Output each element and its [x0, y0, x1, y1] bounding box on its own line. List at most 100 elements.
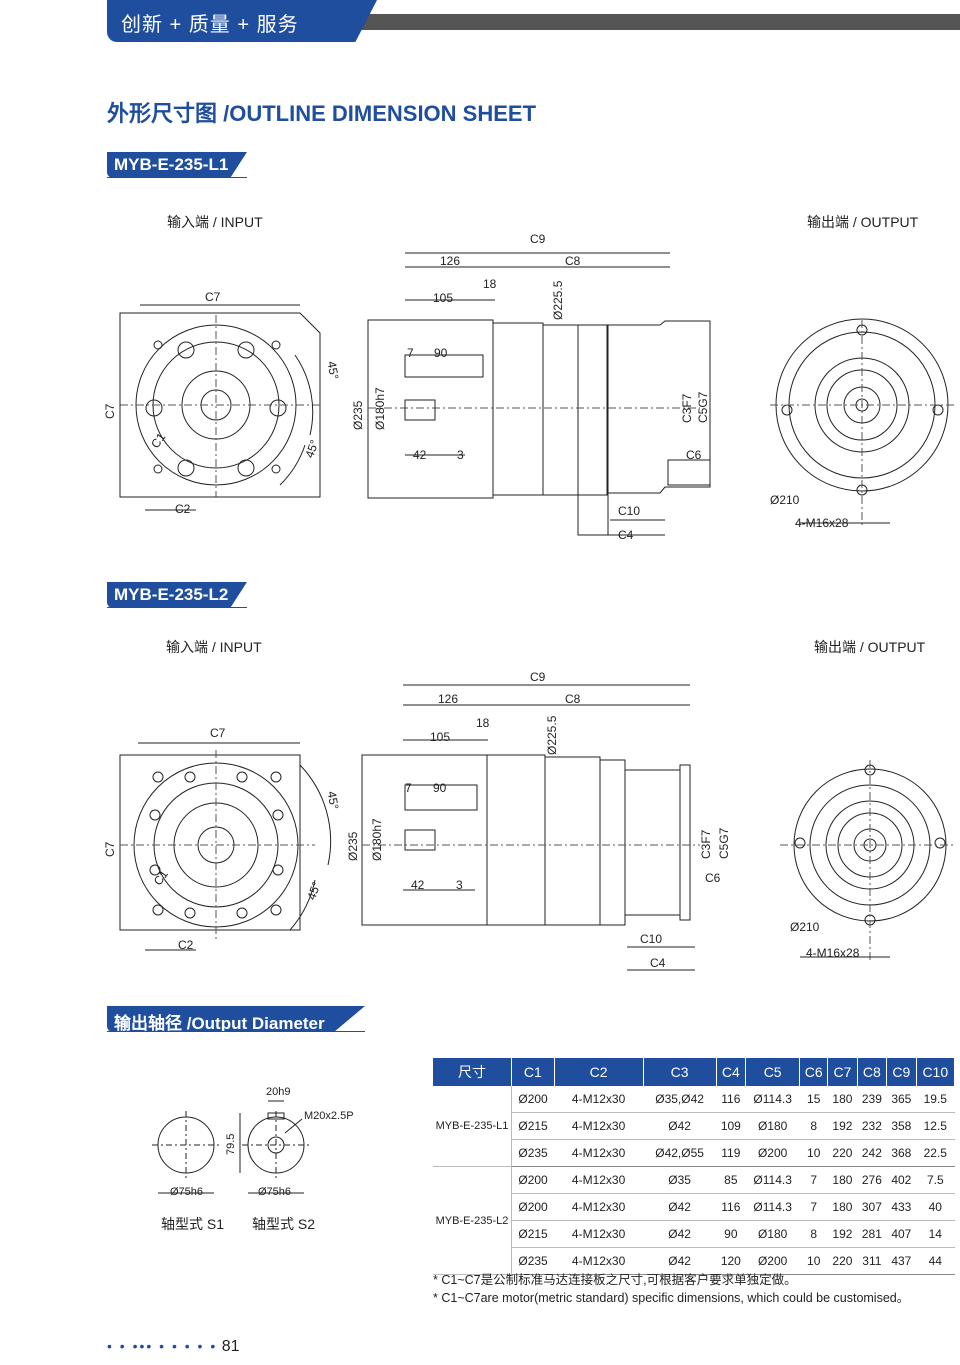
input-label: 输入端 / INPUT: [167, 214, 263, 230]
table-cell: Ø42: [643, 1193, 717, 1221]
table-cell: 281: [857, 1220, 887, 1248]
table-cell: 7: [799, 1166, 828, 1194]
table-cell: Ø114.3: [745, 1193, 800, 1221]
shaft-type-s2-label: 轴型式 S2: [252, 1216, 316, 1232]
svg-text:M20x2.5P: M20x2.5P: [304, 1110, 354, 1122]
svg-text:20h9: 20h9: [266, 1086, 290, 1098]
table-header-cell: C8: [857, 1058, 888, 1086]
svg-text:Ø235: Ø235: [346, 831, 360, 861]
table-cell: Ø200: [511, 1086, 555, 1113]
table-cell: 7: [799, 1193, 828, 1221]
table-cell: 232: [857, 1112, 887, 1140]
table-cell: Ø35,Ø42: [643, 1086, 717, 1113]
table-cell: 22.5: [916, 1139, 955, 1167]
table-cell: 7.5: [916, 1166, 955, 1194]
input-label: 输入端 / INPUT: [166, 639, 262, 655]
svg-text:C3F7: C3F7: [699, 829, 713, 859]
table-cell: 4-M12x30: [554, 1166, 644, 1194]
table-cell: 109: [716, 1112, 746, 1140]
table-cell: Ø180: [745, 1112, 800, 1140]
svg-text:126: 126: [438, 692, 458, 706]
table-cell: 116: [716, 1086, 746, 1113]
page-footer: • • ••• • • • • • 81: [107, 1338, 240, 1356]
table-header-cell: C3: [643, 1058, 717, 1086]
dim-c10: C10: [618, 504, 640, 518]
model-tag-l2: MYB-E-235-L2: [107, 582, 247, 608]
table-cell: 4-M12x30: [554, 1220, 644, 1248]
svg-text:105: 105: [430, 730, 450, 744]
outline-drawing-l1: C7 C7 C2 C1 45° 45° C9 126 C8 18 105 Ø22…: [103, 232, 955, 542]
table-header-cell: C9: [886, 1058, 917, 1086]
table-header-cell: C1: [511, 1058, 555, 1086]
shaft-drawing: 20h9 M20x2.5P 79.5 Ø75h6 Ø75h6: [152, 1086, 354, 1198]
svg-text:C9: C9: [530, 670, 546, 684]
table-model-cell: MYB-E-235-L2: [433, 1166, 512, 1275]
table-cell: 4-M12x30: [554, 1247, 644, 1275]
svg-text:C7: C7: [103, 403, 117, 419]
input-flange: [119, 754, 301, 931]
table-cell: Ø35: [643, 1166, 717, 1194]
svg-text:C4: C4: [650, 956, 666, 970]
table-cell: 402: [886, 1166, 917, 1194]
table-header-cell: C10: [916, 1058, 956, 1086]
table-cell: 44: [916, 1247, 955, 1275]
table-cell: 15: [799, 1086, 828, 1113]
table-header-cell: C2: [554, 1058, 644, 1086]
section-underline: [107, 1031, 365, 1032]
table-cell: 119: [716, 1139, 746, 1167]
table-cell: 311: [857, 1247, 887, 1275]
svg-text:7: 7: [405, 781, 412, 795]
table-cell: 358: [886, 1112, 917, 1140]
table-cell: Ø235: [511, 1247, 555, 1275]
svg-text:42: 42: [411, 878, 425, 892]
svg-text:45°: 45°: [325, 360, 342, 381]
footer-dots: • • ••• • • • • •: [107, 1338, 218, 1354]
svg-text:126: 126: [440, 254, 460, 268]
svg-text:18: 18: [483, 277, 497, 291]
table-cell: 437: [886, 1247, 917, 1275]
svg-text:Ø210: Ø210: [790, 920, 820, 934]
table-cell: 407: [886, 1220, 917, 1248]
svg-text:7: 7: [407, 346, 414, 360]
table-cell: 307: [857, 1193, 887, 1221]
svg-text:Ø180h7: Ø180h7: [373, 387, 387, 430]
note-english: * C1~C7are motor(metric standard) specif…: [433, 1291, 910, 1305]
table-cell: 192: [827, 1112, 858, 1140]
table-cell: Ø42: [643, 1112, 717, 1140]
table-cell: 242: [857, 1139, 887, 1167]
table-cell: 19.5: [916, 1086, 955, 1113]
table-cell: Ø200: [745, 1139, 800, 1167]
svg-text:Ø210: Ø210: [770, 493, 800, 507]
output-diameter-tag: 输出轴径 /Output Diameter: [107, 1006, 365, 1032]
dim-c7: C7: [205, 290, 221, 304]
svg-text:79.5: 79.5: [225, 1134, 237, 1155]
table-cell: 276: [857, 1166, 887, 1194]
table-cell: 180: [827, 1086, 858, 1113]
model-tag-underline: [107, 177, 247, 178]
table-cell: 8: [799, 1220, 828, 1248]
svg-text:C7: C7: [103, 841, 117, 857]
header-rule: [337, 14, 960, 30]
table-cell: Ø42: [643, 1220, 717, 1248]
table-cell: Ø200: [511, 1166, 555, 1194]
svg-text:C7: C7: [210, 726, 226, 740]
header-tab: 创新 + 质量 + 服务: [107, 0, 377, 42]
svg-text:18: 18: [476, 716, 490, 730]
output-label: 输出端 / OUTPUT: [814, 639, 926, 655]
table-cell: 180: [827, 1166, 858, 1194]
svg-text:Ø180h7: Ø180h7: [370, 818, 384, 861]
svg-text:90: 90: [433, 781, 447, 795]
table-cell: Ø42,Ø55: [643, 1139, 717, 1167]
table-cell: Ø114.3: [745, 1166, 800, 1194]
table-cell: 220: [827, 1139, 858, 1167]
table-cell: 116: [716, 1193, 746, 1221]
shaft-type-s1-label: 轴型式 S1: [161, 1216, 225, 1232]
svg-text:Ø235: Ø235: [351, 400, 365, 430]
svg-text:4-M16x28: 4-M16x28: [806, 946, 860, 960]
